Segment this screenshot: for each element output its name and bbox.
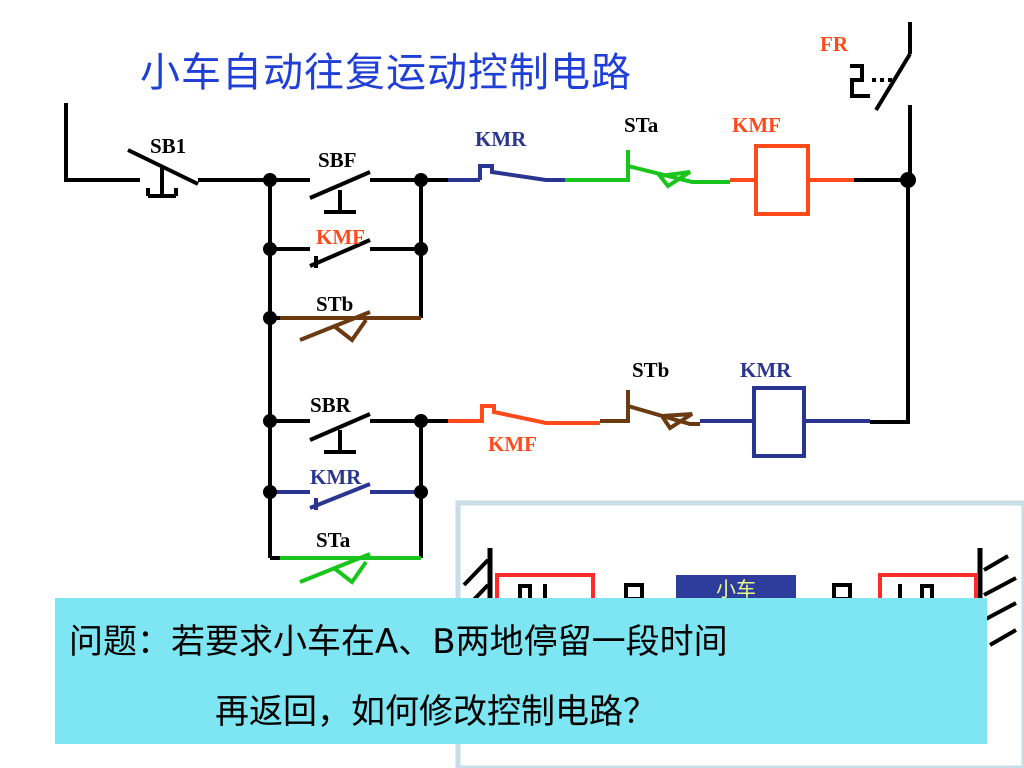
stb-cam-icon xyxy=(658,412,694,431)
kmr-coil-label: KMR xyxy=(740,358,792,382)
sta-cam-icon xyxy=(656,170,692,189)
black-wiring xyxy=(64,22,912,560)
junction-dots xyxy=(263,172,916,499)
kmf-holding-contact-icon xyxy=(309,238,371,268)
stb-upper-label: STb xyxy=(316,292,354,316)
left-supply-wire xyxy=(64,103,140,182)
stb-limit-contact-icon xyxy=(600,390,700,426)
kmf-coil-label: KMF xyxy=(732,113,781,137)
kmr-rung xyxy=(448,386,870,458)
stb-upper-contact-icon xyxy=(280,310,421,343)
kmr-interlock-label: KMR xyxy=(475,127,527,151)
sta-lower-label: STa xyxy=(316,528,351,552)
kmf-holding-label: KMF xyxy=(316,225,365,249)
sta-lower-contact-icon xyxy=(280,552,421,585)
sbf-button-icon xyxy=(309,170,371,214)
slide-title: 小车自动往复运动控制电路 xyxy=(140,50,632,96)
sb1-label: SB1 xyxy=(150,134,187,158)
cart-label: 小车 xyxy=(716,577,756,601)
kmf-coil-icon xyxy=(754,144,810,216)
question-box: 问题：若要求小车在A、B两地停留一段时间 再返回，如何修改控制电路？ xyxy=(55,598,987,744)
limit-switch-a-icon xyxy=(518,584,547,600)
sbf-label: SBF xyxy=(318,148,357,172)
question-line-1: 问题：若要求小车在A、B两地停留一段时间 xyxy=(69,622,728,662)
kmf-interlock-contact-icon xyxy=(448,404,600,425)
sbr-label: SBR xyxy=(310,393,351,417)
fr-overload-icon xyxy=(850,52,912,112)
fr-label: FR xyxy=(820,32,848,56)
sta-top-label: STa xyxy=(624,113,659,137)
limit-switch-b-icon xyxy=(898,584,934,600)
kmr-coil-icon xyxy=(752,386,806,458)
question-line-2: 再返回，如何修改控制电路？ xyxy=(215,692,657,732)
right-wall-hatch xyxy=(982,554,1017,647)
stb-lower-label: STb xyxy=(632,358,670,382)
kmf-rung xyxy=(448,144,854,216)
sta-limit-contact-icon xyxy=(565,150,730,184)
right-return-wire xyxy=(854,178,910,424)
sb1-button-icon xyxy=(127,148,199,198)
sbr-button-icon xyxy=(309,412,371,454)
kmr-interlock-contact-icon xyxy=(478,164,565,182)
kmf-interlock-label: KMF xyxy=(488,432,537,456)
kmr-holding-label: KMR xyxy=(310,465,362,489)
